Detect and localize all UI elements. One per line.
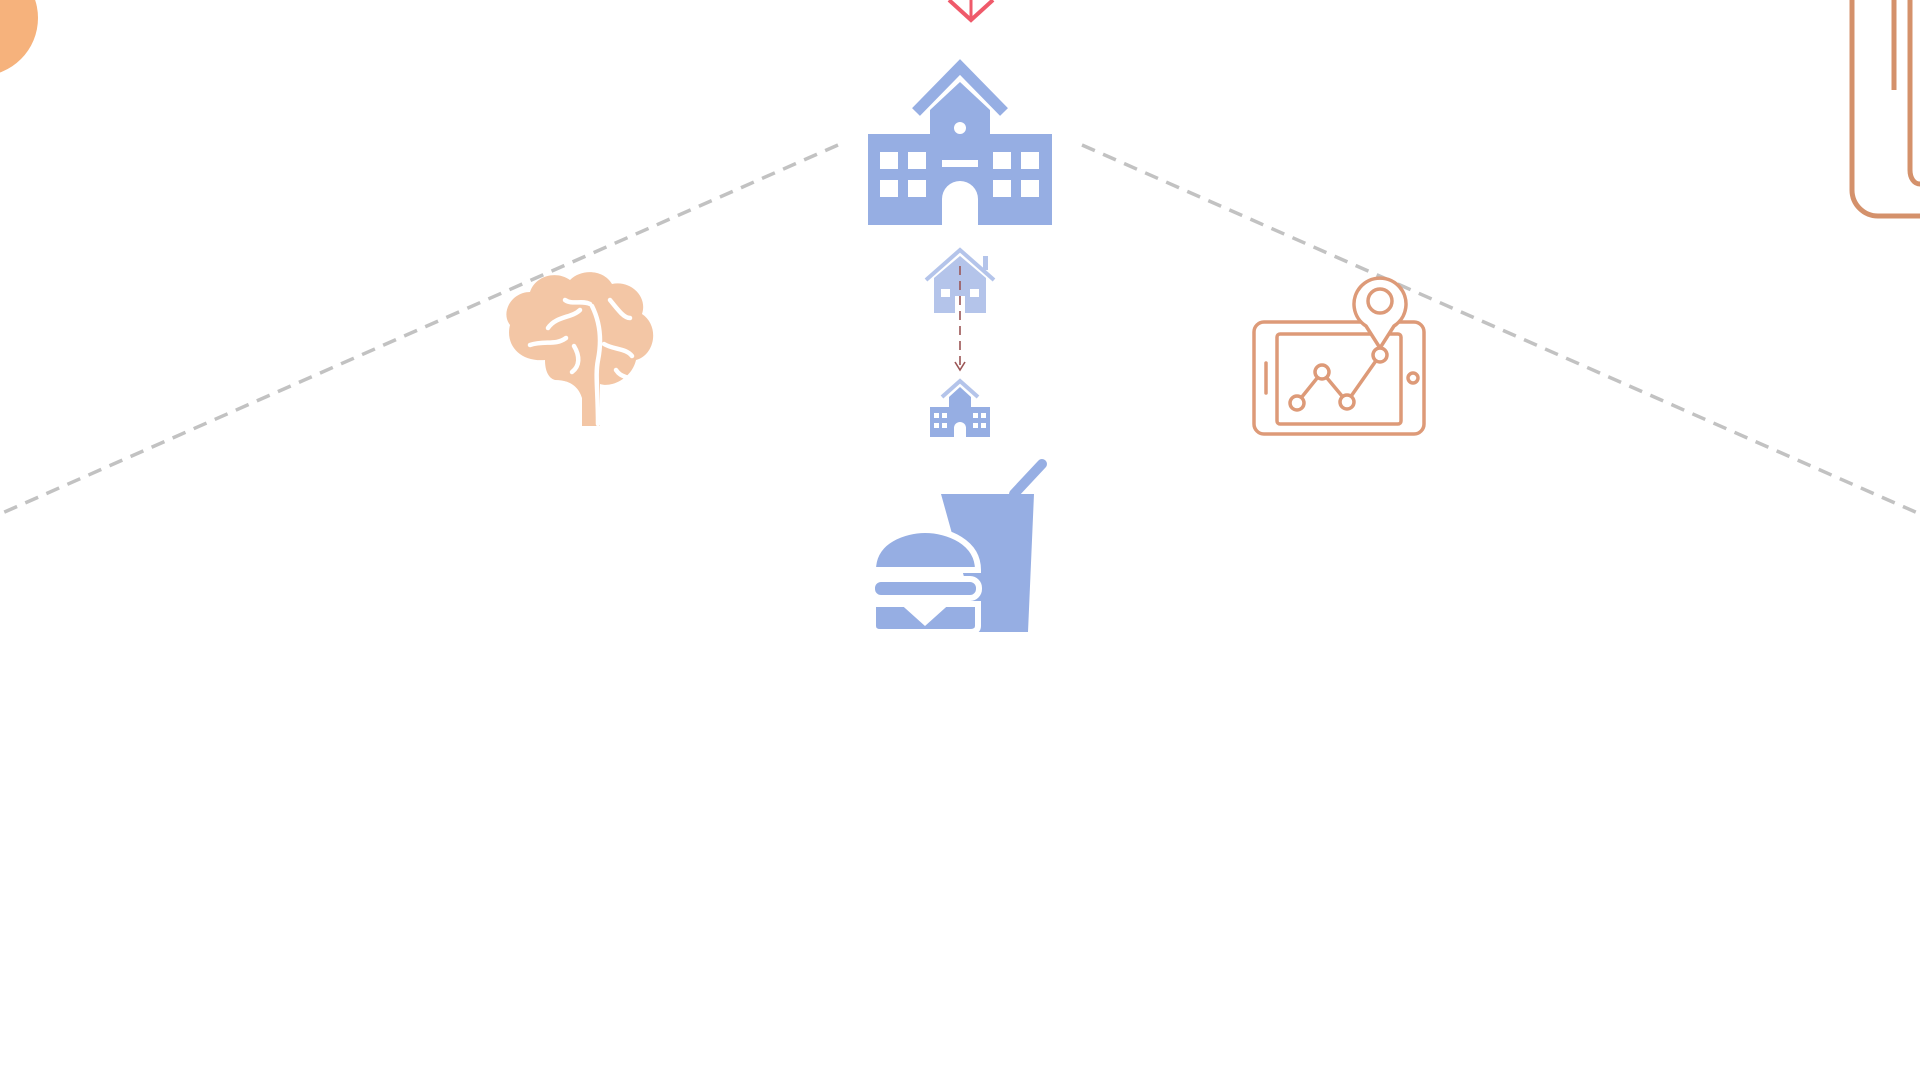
small-school-icon bbox=[930, 378, 990, 437]
circle-icon bbox=[0, 0, 38, 73]
left-dashed-line bbox=[0, 143, 839, 516]
right-dashed-line bbox=[1081, 143, 1920, 516]
phone-icon bbox=[1849, 0, 1920, 219]
tablet-map-chart-icon bbox=[1252, 276, 1426, 436]
school-building-icon bbox=[868, 59, 1052, 225]
brain-icon bbox=[506, 272, 654, 427]
burger-drink-icon bbox=[869, 459, 1047, 635]
arrow-down-icon bbox=[947, 0, 995, 23]
house-to-school-dashed-arrow bbox=[954, 266, 966, 372]
